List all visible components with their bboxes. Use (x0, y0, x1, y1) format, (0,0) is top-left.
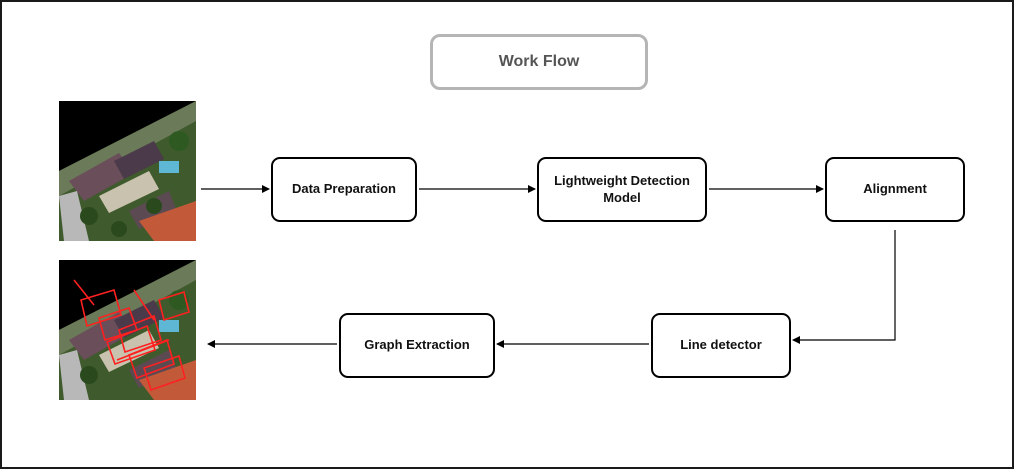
alignment-node: Alignment (825, 157, 965, 222)
detection-model-label-line2: Model (603, 189, 641, 205)
line-detector-node: Line detector (651, 313, 791, 378)
diagram-title: Work Flow (430, 34, 648, 90)
output-aerial-image (59, 260, 196, 400)
detection-model-node: Lightweight Detection Model (537, 157, 707, 222)
alignment-label: Alignment (863, 181, 927, 197)
detection-model-label-line1: Lightweight Detection (554, 172, 690, 188)
data-preparation-node: Data Preparation (271, 157, 417, 222)
graph-extraction-label: Graph Extraction (364, 337, 470, 353)
input-aerial-image (59, 101, 196, 241)
detection-model-label: Lightweight Detection Model (554, 173, 690, 207)
arrow-alignment-to-line-detector (792, 230, 896, 344)
graph-extraction-node: Graph Extraction (339, 313, 495, 378)
data-preparation-label: Data Preparation (291, 181, 397, 197)
line-detector-label: Line detector (680, 337, 762, 353)
